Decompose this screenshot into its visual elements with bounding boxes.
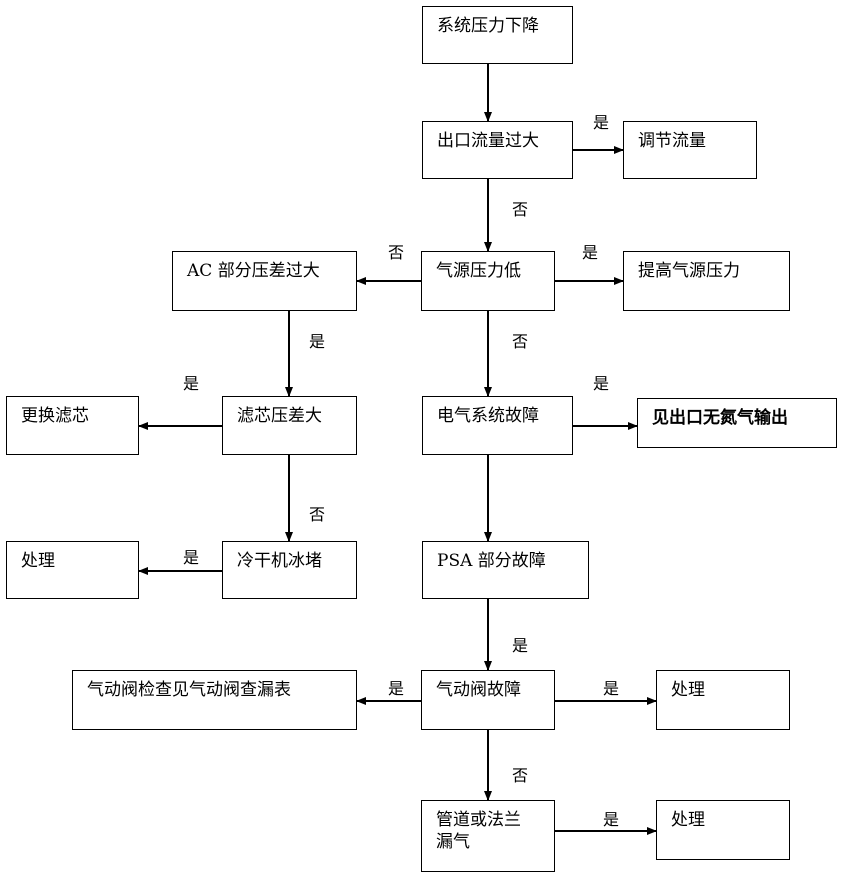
node-ac-differential-pressure: AC 部分压差过大 <box>172 251 357 311</box>
label-yes-replace-filter: 是 <box>183 374 200 393</box>
label-yes-handle-1: 是 <box>183 548 200 567</box>
label-yes-valve-fault: 是 <box>512 636 529 655</box>
node-handle-3: 处理 <box>656 800 790 860</box>
node-system-pressure-drop: 系统压力下降 <box>422 6 573 64</box>
node-pneumatic-valve-fault: 气动阀故障 <box>421 670 555 730</box>
node-electrical-system-fault: 电气系统故障 <box>422 396 573 455</box>
node-raise-air-source-pressure: 提高气源压力 <box>623 251 790 311</box>
label-yes-raise-air-source: 是 <box>582 243 599 262</box>
label-no-dryer: 否 <box>309 505 326 524</box>
label-no-electrical: 否 <box>512 332 529 351</box>
node-psa-fault: PSA 部分故障 <box>422 541 589 599</box>
node-filter-differential-pressure: 滤芯压差大 <box>222 396 357 455</box>
node-air-source-pressure-low: 气源压力低 <box>421 251 555 311</box>
node-dryer-ice-blockage: 冷干机冰堵 <box>222 541 357 599</box>
node-no-nitrogen-output: 见出口无氮气输出 <box>637 398 837 448</box>
node-handle-2: 处理 <box>656 670 790 730</box>
label-yes-filter-dp: 是 <box>309 332 326 351</box>
label-yes-handle-3: 是 <box>603 810 620 829</box>
label-yes-adjust-flow: 是 <box>593 113 610 132</box>
node-outlet-flow-excessive: 出口流量过大 <box>422 121 573 179</box>
node-pipe-flange-leak-line1: 管道或法兰 <box>436 810 521 830</box>
label-no-ac-dp: 否 <box>388 243 405 262</box>
label-yes-no-nitrogen: 是 <box>593 374 610 393</box>
label-yes-valve-check: 是 <box>388 679 405 698</box>
label-no-air-source: 否 <box>512 200 529 219</box>
node-pipe-flange-leak-line2: 漏气 <box>436 832 470 852</box>
label-yes-handle-2: 是 <box>603 679 620 698</box>
node-valve-check-table: 气动阀检查见气动阀查漏表 <box>72 670 357 730</box>
node-replace-filter: 更换滤芯 <box>6 396 139 455</box>
node-pipe-flange-leak: 管道或法兰 漏气 <box>421 800 555 872</box>
label-no-pipe-leak: 否 <box>512 766 529 785</box>
node-handle-1: 处理 <box>6 541 139 599</box>
node-adjust-flow: 调节流量 <box>623 121 757 179</box>
